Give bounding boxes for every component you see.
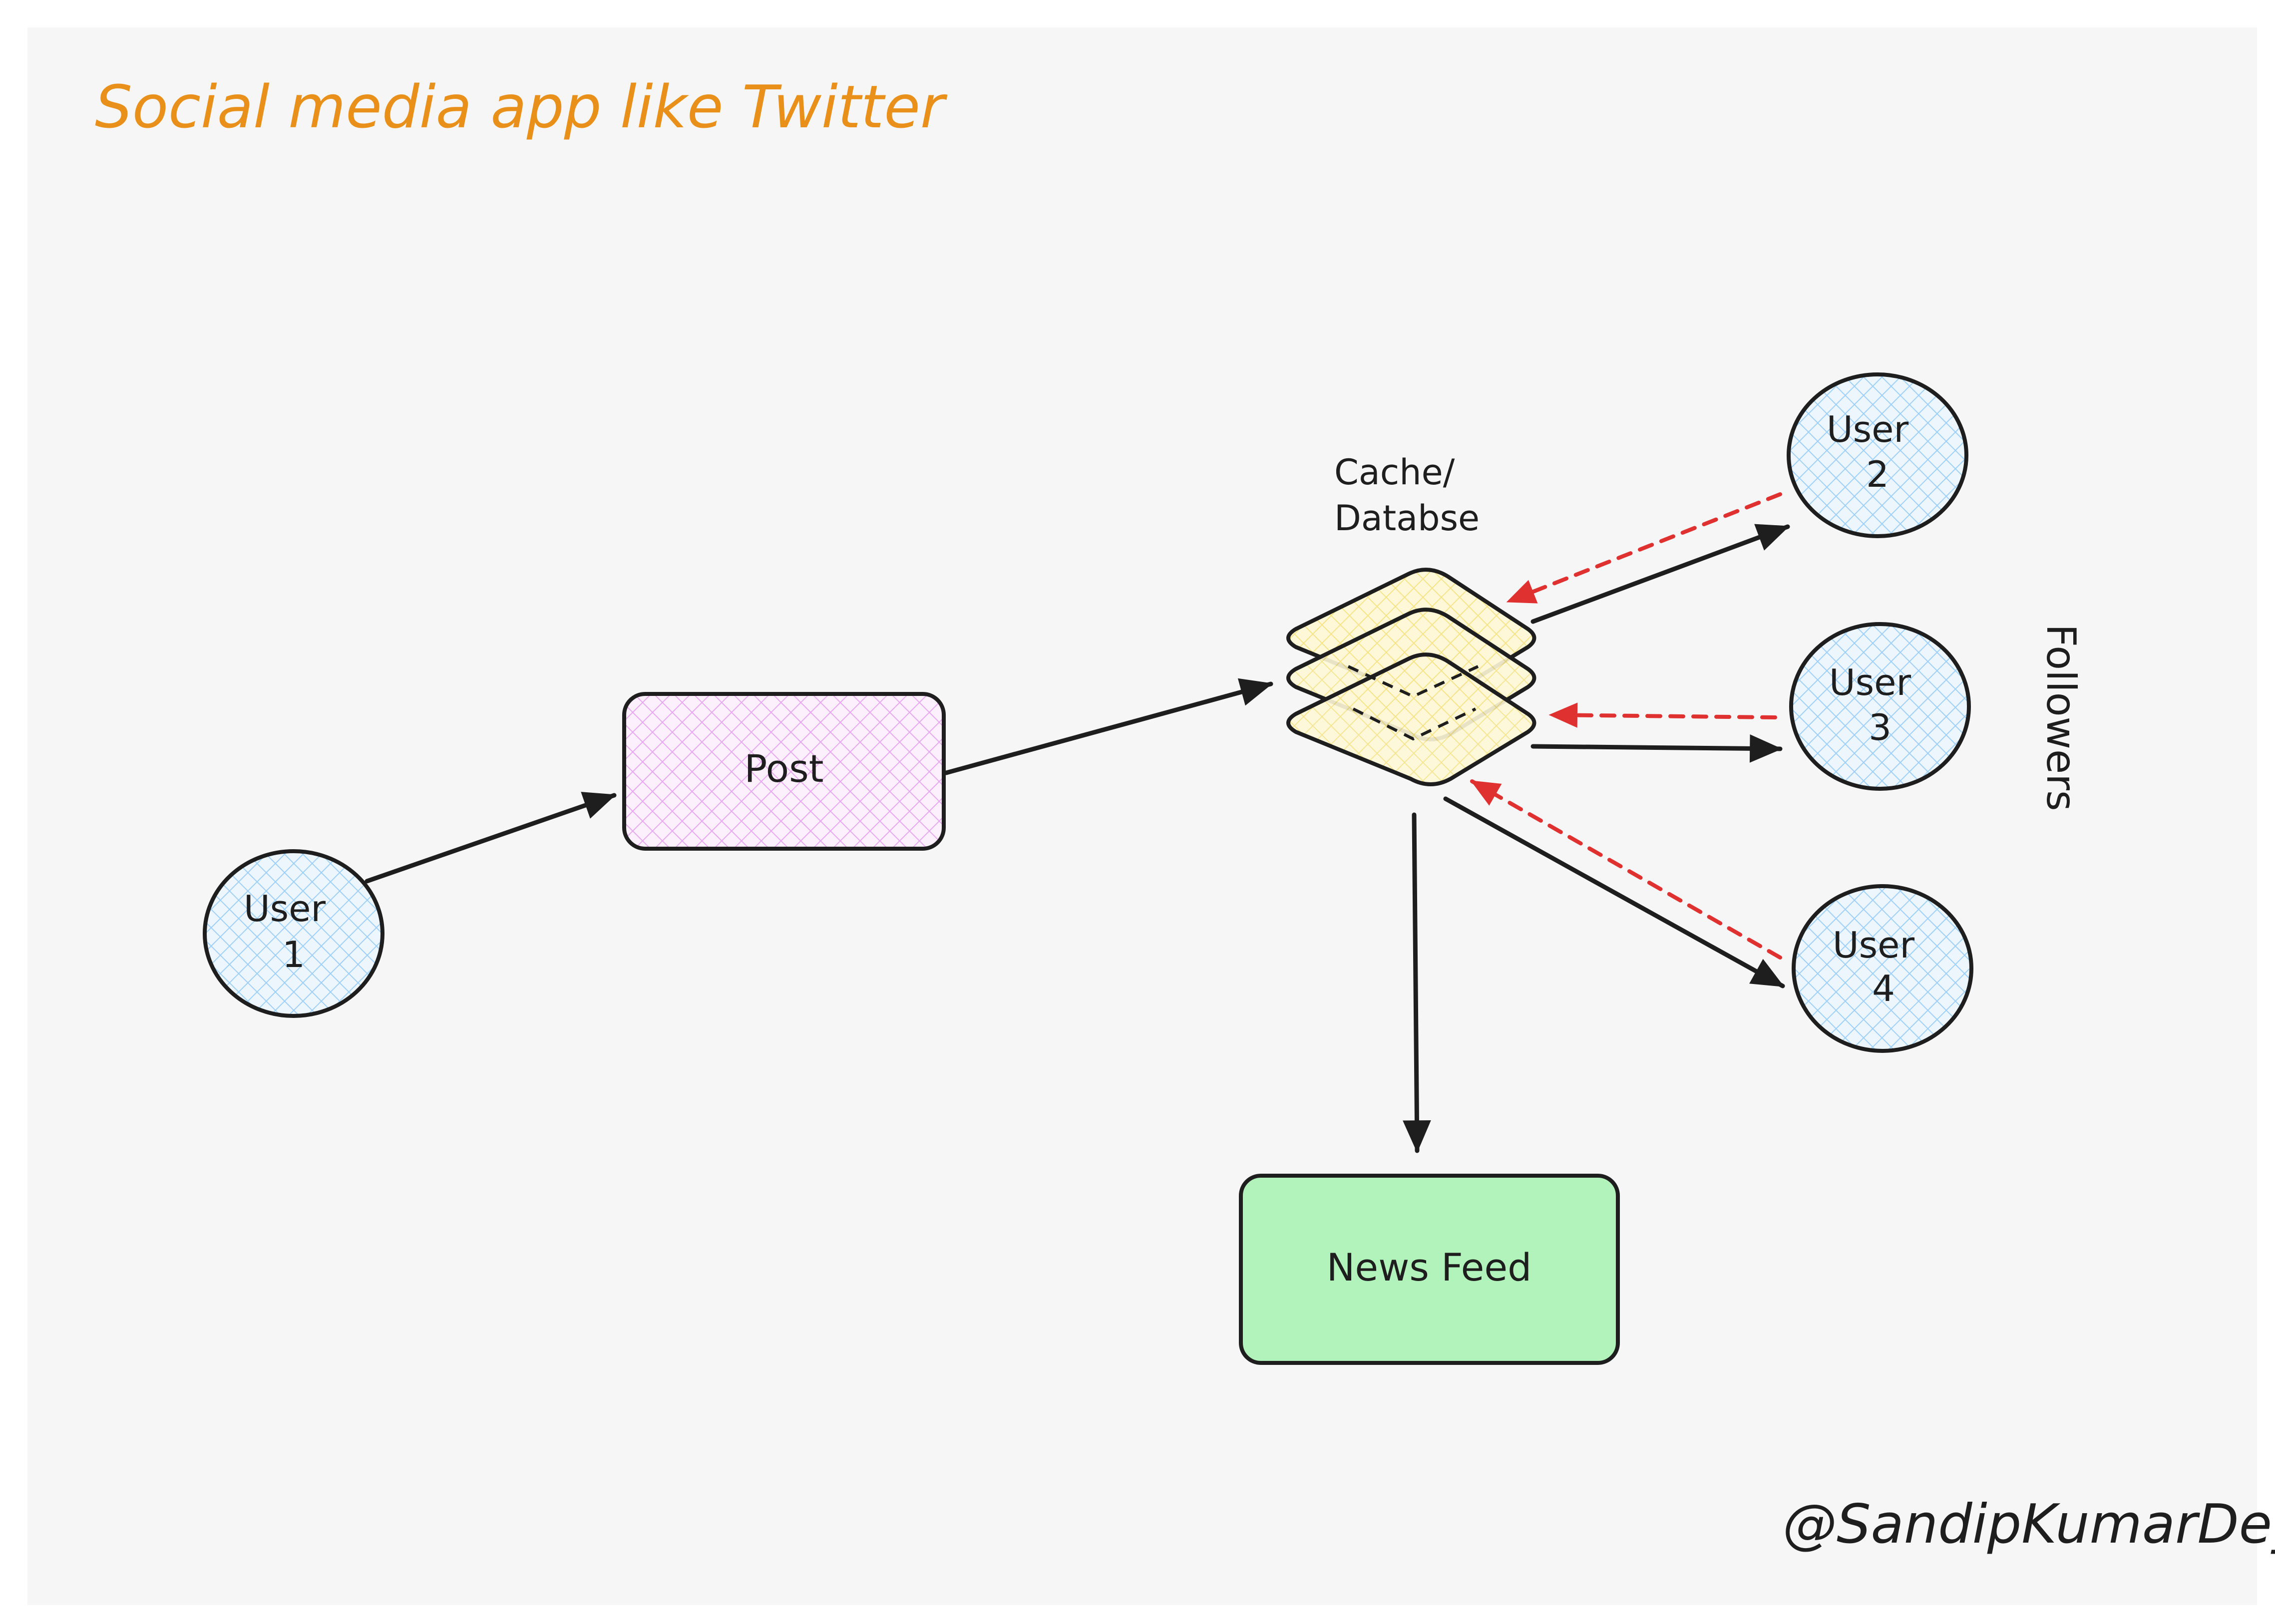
diagram-title: Social media app like Twitter bbox=[95, 72, 948, 141]
arrow-cache-to-news-feed bbox=[1403, 812, 1431, 1153]
news-feed-node: News Feed bbox=[1239, 1174, 1620, 1365]
user-3-node: User 3 bbox=[1789, 622, 1971, 791]
user-3-number: 3 bbox=[1869, 706, 1892, 748]
author-signature: @SandipKumarDey bbox=[1783, 1493, 2275, 1556]
arrow-cache-to-user2 bbox=[1530, 524, 1790, 624]
dashed-arrow-user3-to-cache bbox=[1548, 702, 1777, 728]
post-label: Post bbox=[744, 746, 823, 791]
user-4-number: 4 bbox=[1872, 968, 1895, 1009]
user-2-label: User bbox=[1827, 408, 1909, 450]
arrow-user1-to-post bbox=[365, 792, 617, 884]
post-node: Post bbox=[622, 692, 946, 851]
dashed-arrow-user4-to-cache bbox=[1470, 779, 1782, 960]
canvas-background bbox=[27, 27, 2257, 1605]
user-4-label: User bbox=[1833, 924, 1915, 966]
user-2-number: 2 bbox=[1866, 453, 1889, 495]
arrow-cache-to-user3 bbox=[1530, 734, 1783, 763]
arrow-post-to-cache bbox=[944, 678, 1273, 775]
cache-label-line2: Databse bbox=[1334, 498, 1480, 539]
news-feed-label: News Feed bbox=[1327, 1245, 1532, 1290]
cache-label-line1: Cache/ bbox=[1334, 452, 1455, 493]
dashed-arrow-user2-to-cache bbox=[1506, 492, 1782, 604]
user-1-node: User 1 bbox=[203, 849, 384, 1018]
user-3-label: User bbox=[1829, 661, 1911, 703]
user-4-node: User 4 bbox=[1792, 884, 1973, 1053]
cache-database-node: Cache/ Databse bbox=[1286, 452, 1536, 786]
user-1-number: 1 bbox=[282, 934, 305, 975]
user-2-node: User 2 bbox=[1787, 372, 1968, 538]
followers-label: Followers bbox=[2038, 624, 2084, 811]
user-1-label: User bbox=[244, 888, 326, 930]
arrow-cache-to-user4 bbox=[1443, 796, 1785, 988]
